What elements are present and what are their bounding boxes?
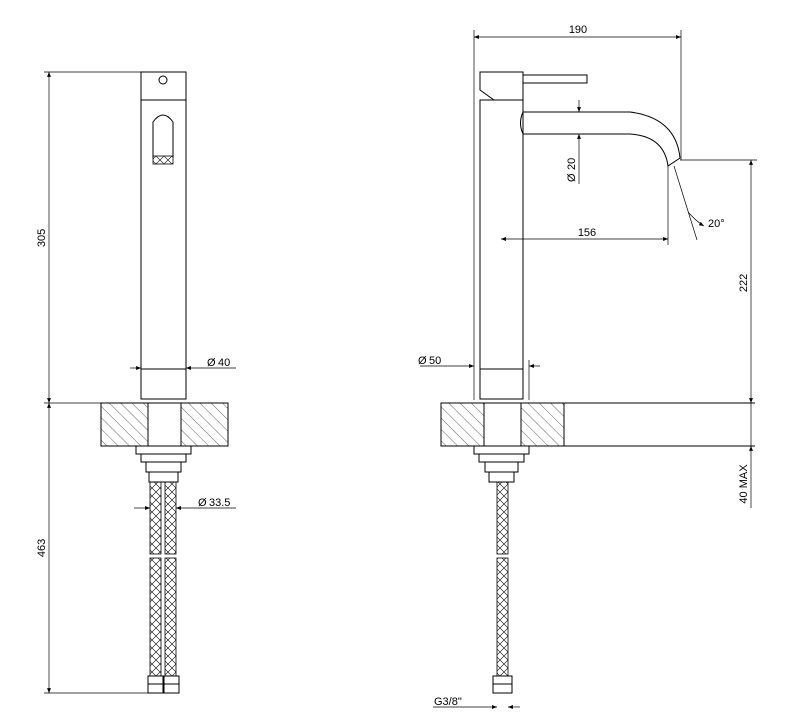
front-faucet-body [140,71,187,400]
side-view: 190 156 Ø 20 20° 222 40 MAX Ø 50 G3/8" [418,24,757,709]
side-spout-root [520,111,524,135]
front-dia40-symbol: Ø [207,357,216,369]
side-nut-ring [478,453,525,463]
front-dim-dia33: 33.5 [209,497,230,509]
side-faucet-body [479,99,524,400]
side-dim-40max: 40 MAX [738,464,750,504]
side-dim-190: 190 [569,24,587,36]
front-handle-cap-icon [158,75,168,85]
front-dia33-symbol: Ø [198,497,207,509]
front-shank [147,402,182,447]
side-deck-left [440,402,485,447]
front-dim-dia40: 40 [218,357,230,369]
side-hose-connector [488,471,515,483]
front-deck-right [180,402,229,447]
side-backnut [473,445,530,455]
front-hose-left-upper [149,481,162,555]
side-hose-upper [496,481,509,555]
side-angle-leader [673,165,698,241]
side-dim-dia50: 50 [429,355,441,367]
front-hose-right-upper [164,481,177,555]
side-dim-angle: 20° [708,218,725,230]
side-dim-156: 156 [578,227,596,239]
side-shank [483,402,522,447]
side-dim-thread: G3/8" [434,696,462,708]
front-deck-left [100,402,149,447]
side-lever [522,74,588,84]
side-nut-base [484,461,519,473]
side-handle-head [479,71,524,101]
front-dim-305: 305 [36,229,48,247]
front-spout-outlet [152,114,174,158]
front-hose-connector [148,471,179,483]
side-spout [523,111,681,167]
front-aerator [152,155,174,165]
front-nut-ring [140,453,187,463]
front-view: 305 463 Ø 40 Ø 33.5 [36,71,236,694]
front-backnut [135,445,192,455]
side-dim-222: 222 [738,274,750,292]
front-nut-base [145,461,182,473]
front-hose-left-lower [149,557,162,677]
side-dia20-symbol: Ø [566,173,578,182]
side-dia50-symbol: Ø [418,355,427,367]
side-dim-dia20: 20 [566,158,578,170]
front-dim-463: 463 [36,539,48,557]
side-angle-arc [687,211,705,227]
side-hose-lower [496,557,509,677]
front-hose-right-lower [164,557,177,677]
side-deck-right [520,402,565,447]
